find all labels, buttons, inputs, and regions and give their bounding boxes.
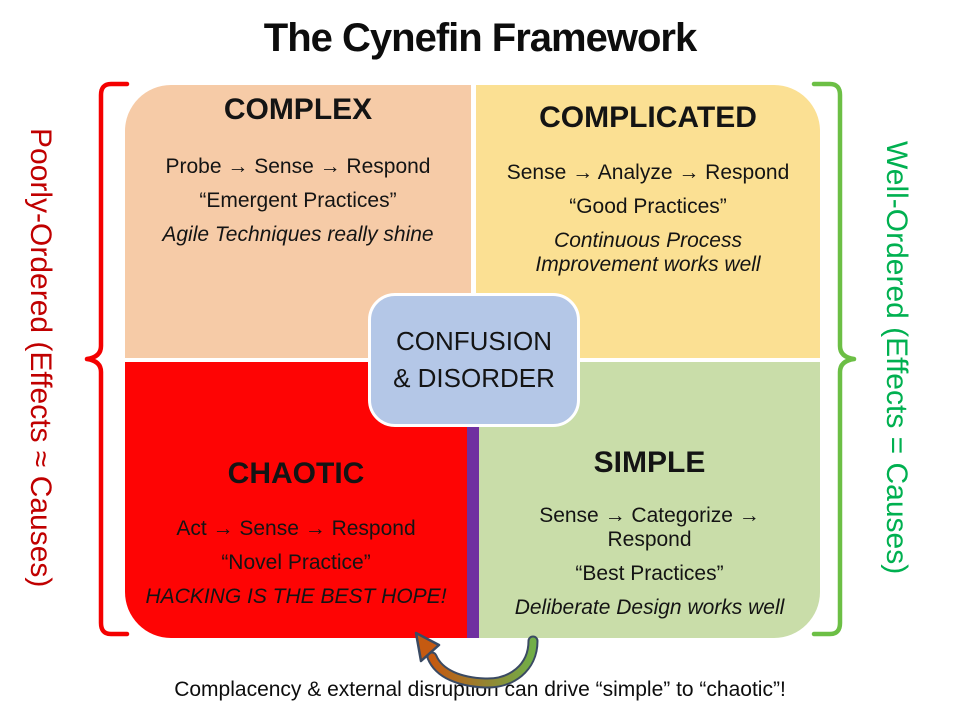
quadrant-complex-title: COMPLEX [223,93,373,126]
quadrant-chaotic: CHAOTIC Act → Sense → Respond “Novel Pra… [125,362,467,638]
quadrant-complicated-note: Continuous Process Improvement works wel… [535,229,761,276]
quadrant-chaotic-practice: “Novel Practice” [221,551,371,574]
chaotic-simple-divider [467,362,479,638]
quadrant-simple-process: Sense → Categorize → Respond [539,504,760,551]
left-axis-label: Poorly-Ordered (Effects ≈ Causes) [24,128,57,588]
simple-to-chaotic-arrow-icon [414,631,539,689]
right-axis-label: Well-Ordered (Effects = Causes) [880,141,913,575]
quadrant-chaotic-process: Act → Sense → Respond [176,517,416,540]
quadrant-simple-practice: “Best Practices” [575,562,724,585]
bottom-caption: Complacency & external disruption can dr… [174,678,786,701]
quadrant-complex-practice: “Emergent Practices” [199,189,397,212]
quadrant-simple-title: SIMPLE [593,446,706,479]
quadrant-complicated-process: Sense → Analyze → Respond [506,161,790,184]
left-bracket [84,81,130,637]
right-bracket [811,81,857,637]
quadrant-complex-note: Agile Techniques really shine [162,223,434,246]
quadrant-chaotic-note: HACKING IS THE BEST HOPE! [145,585,447,608]
page-title: The Cynefin Framework [263,16,697,60]
quadrant-chaotic-title: CHAOTIC [227,457,365,490]
quadrant-complex-process: Probe → Sense → Respond [165,155,431,178]
confusion-line1: CONFUSION [396,326,552,356]
quadrant-simple: SIMPLE Sense → Categorize → Respond “Bes… [479,362,820,638]
quadrant-complicated-title: COMPLICATED [539,101,757,134]
confusion-disorder-box: CONFUSION & DISORDER [368,293,580,427]
confusion-line2: & DISORDER [393,363,555,393]
quadrant-complicated-practice: “Good Practices” [569,195,727,218]
quadrant-complex: COMPLEX Probe → Sense → Respond “Emergen… [125,85,471,358]
quadrant-simple-note: Deliberate Design works well [514,596,785,619]
